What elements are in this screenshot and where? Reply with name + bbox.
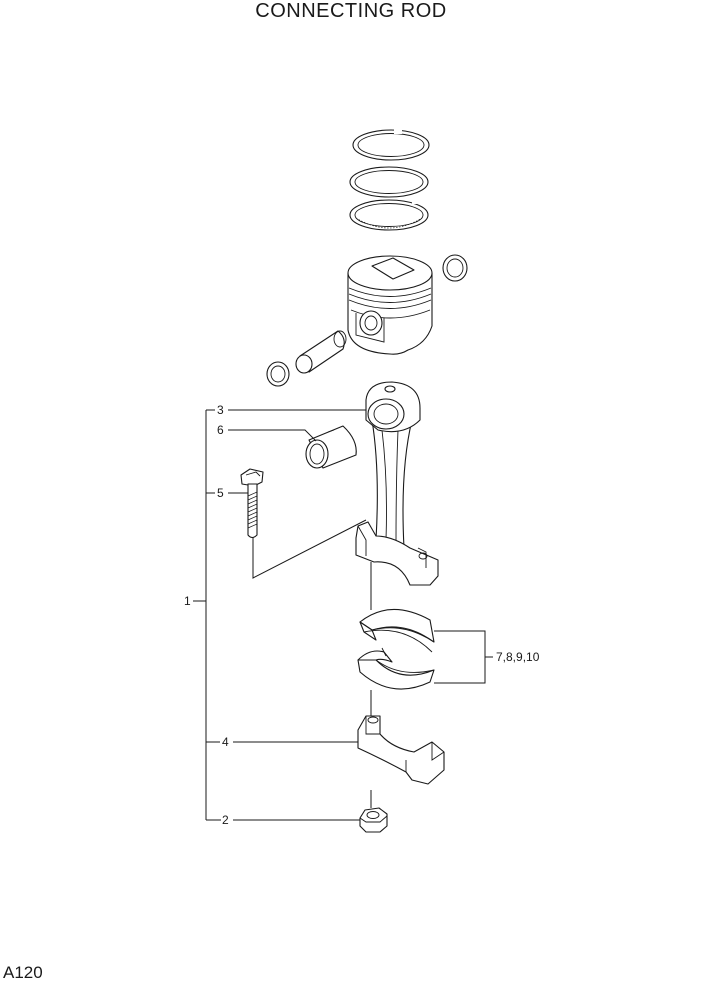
assembly-guide-lines: [252, 519, 372, 808]
piston-ring-top: [352, 128, 430, 161]
bearing-shell-upper: [359, 608, 435, 653]
callout-1: 1: [184, 594, 191, 608]
callout-3: 3: [217, 403, 224, 417]
piston-pin: [295, 330, 347, 374]
piston-ring-middle: [349, 166, 429, 198]
callout-bracket: [193, 409, 221, 821]
connecting-rod-bolt: [240, 468, 264, 539]
bearing-shell-lower: [357, 647, 435, 690]
callout-6: 6: [217, 423, 224, 437]
snap-ring-left: [266, 361, 290, 387]
leader-lines: [228, 409, 493, 821]
snap-ring-right: [442, 254, 468, 282]
connecting-rod-nut: [359, 807, 388, 833]
callout-bearings: 7,8,9,10: [496, 650, 540, 664]
piston: [347, 255, 433, 355]
connecting-rod-cap: [357, 715, 445, 785]
callout-4: 4: [222, 735, 229, 749]
callout-2: 2: [222, 813, 229, 827]
page-title: CONNECTING ROD: [255, 0, 447, 22]
callout-5: 5: [217, 486, 224, 500]
page-code: A120: [3, 963, 43, 982]
small-end-bushing: [305, 425, 357, 469]
piston-ring-oil: [349, 198, 429, 231]
connecting-rod: [355, 381, 439, 586]
